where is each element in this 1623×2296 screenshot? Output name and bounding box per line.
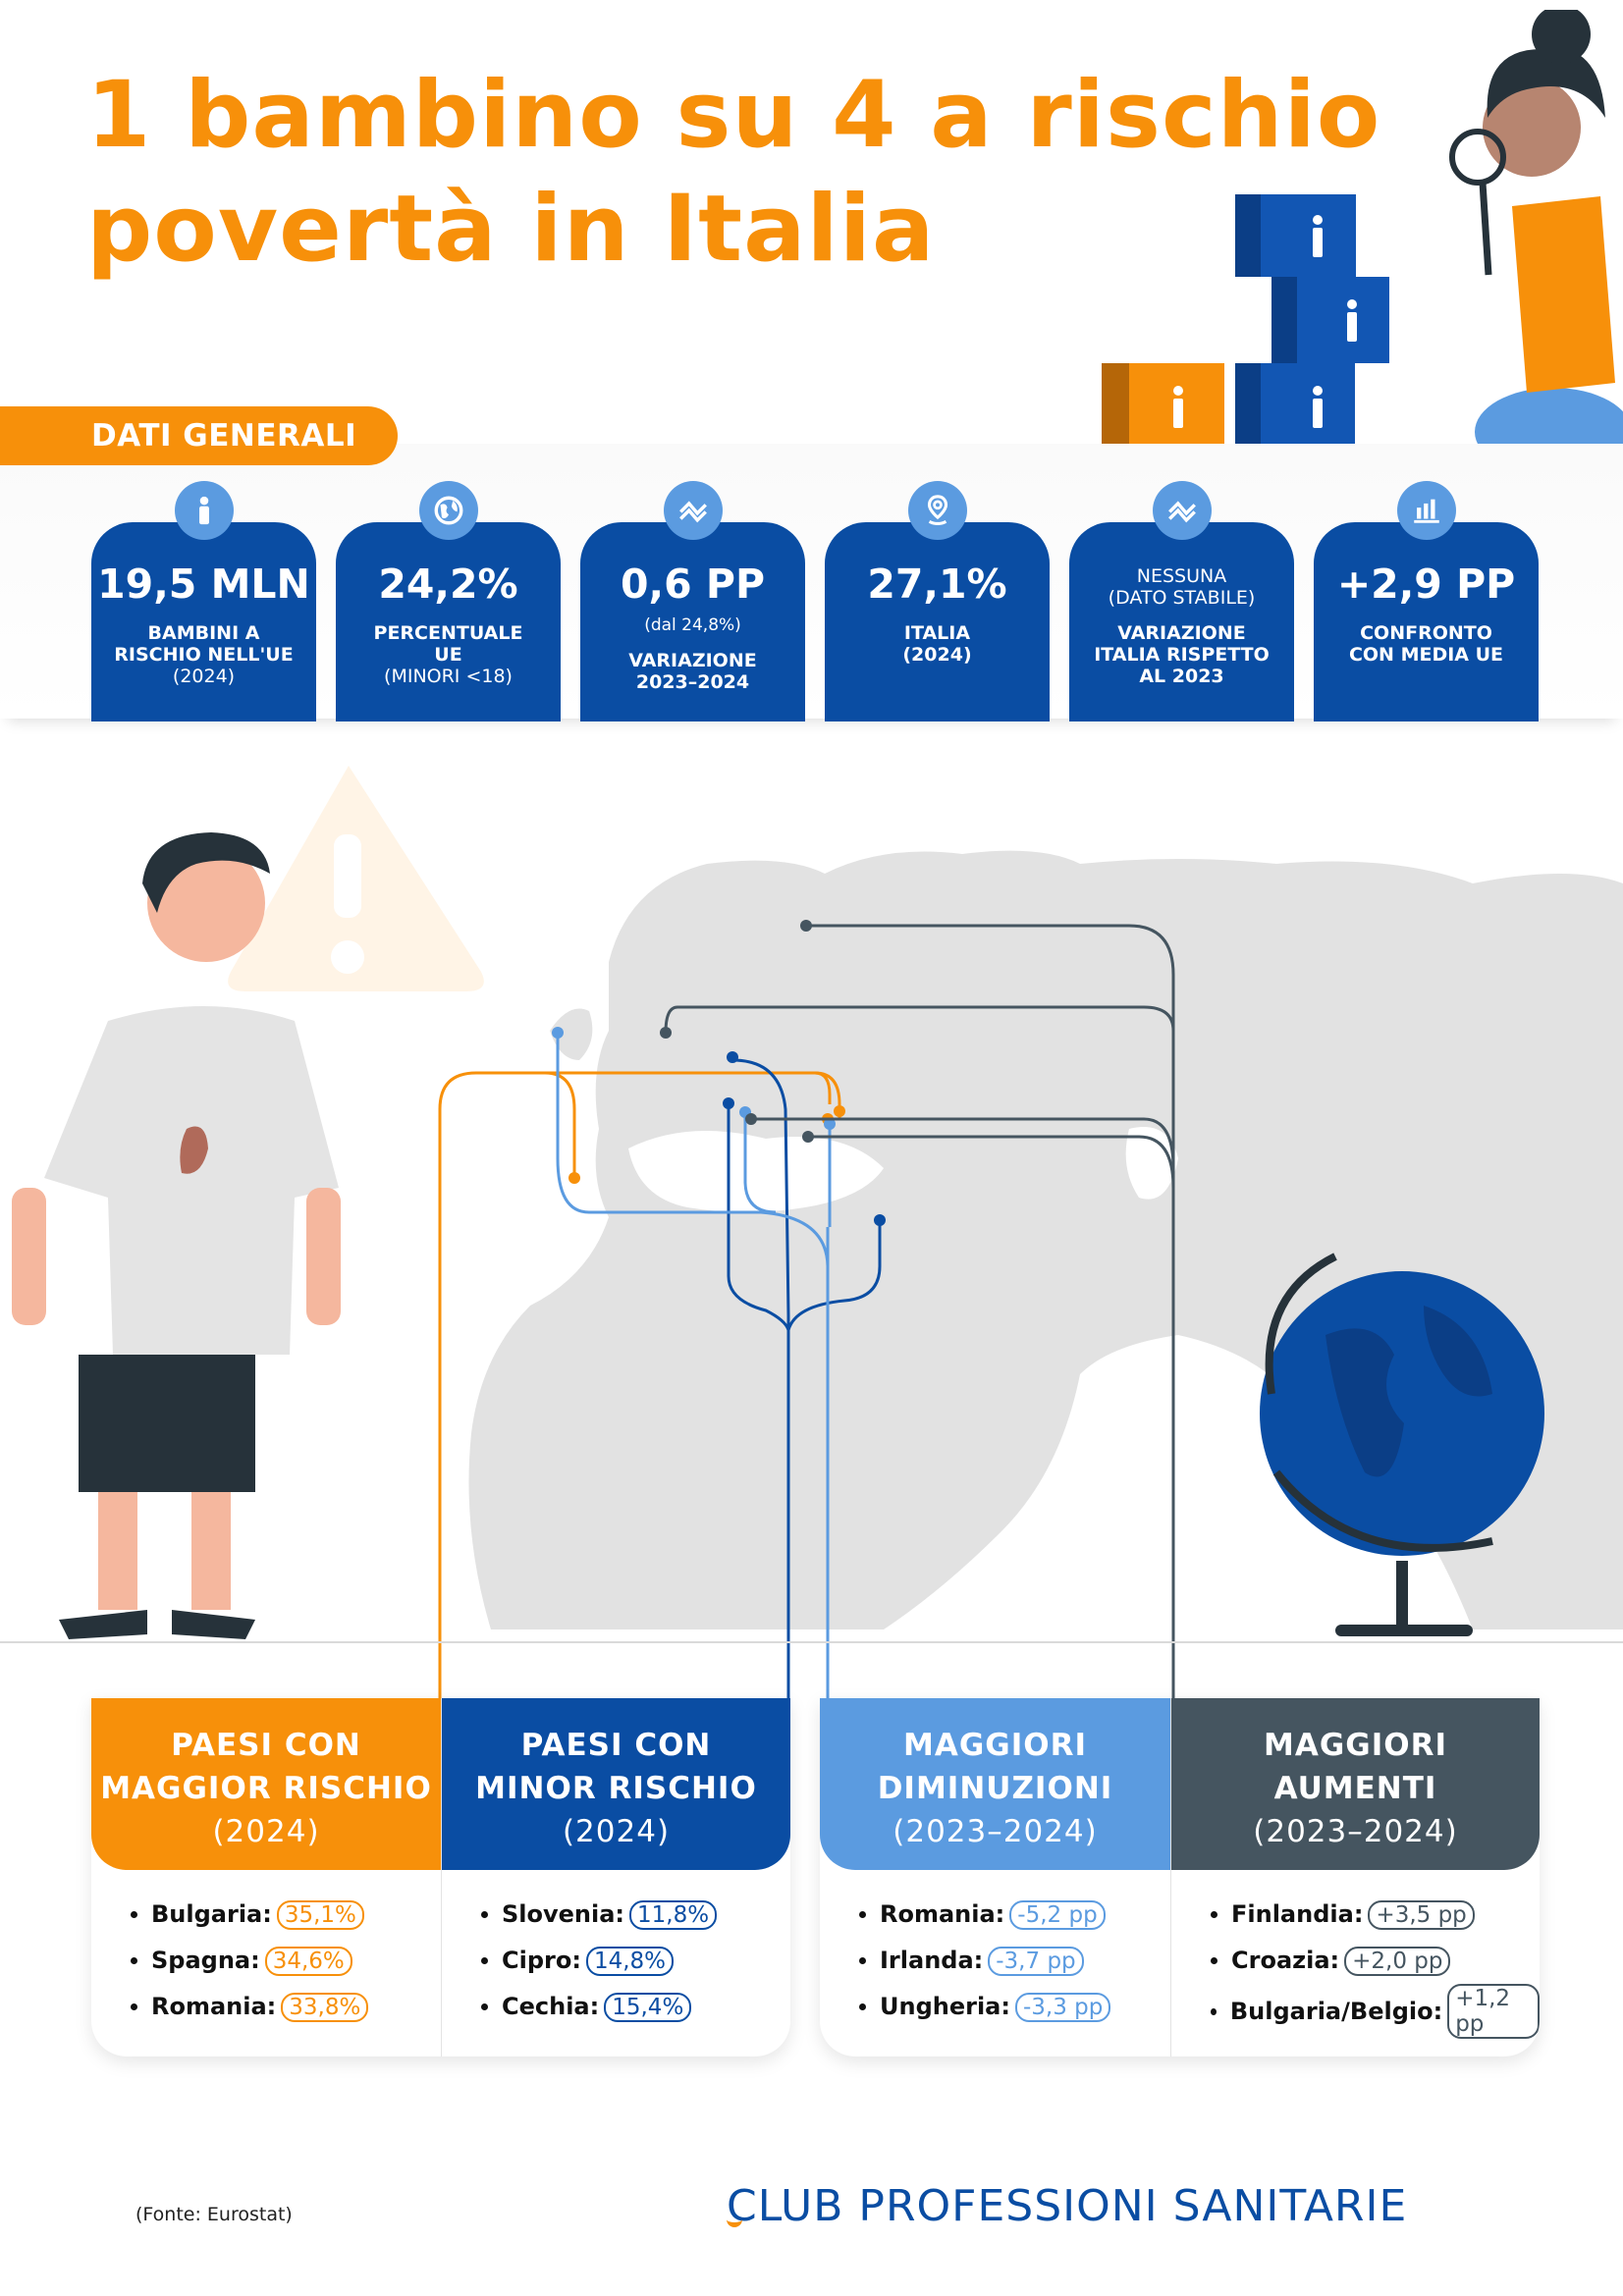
title-line-2: povertà in Italia [86,176,936,283]
section-badge-dati-generali: DATI GENERALI [0,406,398,465]
value-pill: +1,2 pp [1447,1984,1540,2039]
panel-largest-decreases: MAGGIORI DIMINUZIONI (2023–2024) Romania… [820,1698,1170,2056]
stat-label: VARIAZIONE 2023–2024 [628,650,757,693]
list-item: Cechia:15,4% [481,1984,790,2030]
stat-value: NESSUNA (DATO STABILE) [1108,565,1256,609]
stat-card-eu-children: 19,5 MLN BAMBINI A RISCHIO NELL'UE (2024… [91,481,316,721]
ground-line [0,1641,1623,1643]
list-item: Slovenia:11,8% [481,1892,790,1938]
list-item: Romania:-5,2 pp [859,1892,1170,1938]
world-map [468,850,1623,1629]
stat-value: +2,9 PP [1336,561,1516,608]
trend-icon [663,481,723,540]
list-item: Spagna:34,6% [131,1938,441,1984]
source-note: (Fonte: Eurostat) [135,2204,293,2225]
list-item: Bulgaria:35,1% [131,1892,441,1938]
value-pill: +2,0 pp [1344,1946,1451,1976]
risk-panels-group: PAESI CON MAGGIOR RISCHIO (2024) Bulgari… [91,1698,790,2056]
stat-label: VARIAZIONE ITALIA RISPETTO AL 2023 [1094,622,1270,687]
person-icon [174,481,234,540]
trend-icon [1152,481,1212,540]
stats-row: 19,5 MLN BAMBINI A RISCHIO NELL'UE (2024… [91,481,1540,721]
list-item: Irlanda:-3,7 pp [859,1938,1170,1984]
panel-header: MAGGIORI AUMENTI (2023–2024) [1171,1698,1540,1870]
bar-chart-icon [1396,481,1456,540]
stat-label: CONFRONTO CON MEDIA UE [1348,622,1504,666]
stat-label: ITALIA (2024) [902,622,972,666]
stat-label: BAMBINI A RISCHIO NELL'UE (2024) [114,622,294,687]
value-pill: +3,5 pp [1368,1899,1475,1930]
location-pin-icon [907,481,967,540]
list-item: Romania:33,8% [131,1984,441,2030]
panel-header: PAESI CON MINOR RISCHIO (2024) [442,1698,790,1870]
value-pill: 14,8% [585,1946,675,1976]
stat-value: 24,2% [378,561,518,608]
stat-card-eu-variation: 0,6 PP (dal 24,8%) VARIAZIONE 2023–2024 [580,481,805,721]
stat-card-eu-percentage: 24,2% PERCENTUALE UE (MINORI <18) [336,481,561,721]
world-map-with-connectors [12,766,1623,1698]
panel-header: PAESI CON MAGGIOR RISCHIO (2024) [91,1698,441,1870]
value-pill: -5,2 pp [1009,1899,1106,1930]
girl-with-magnifier-illustration [1102,10,1623,471]
change-panels-group: MAGGIORI DIMINUZIONI (2023–2024) Romania… [820,1698,1540,2056]
value-pill: -3,7 pp [988,1946,1084,1976]
globe-icon [418,481,478,540]
globe-illustration [1260,1253,1544,1636]
list-item: Ungheria:-3,3 pp [859,1984,1170,2030]
panel-highest-risk: PAESI CON MAGGIOR RISCHIO (2024) Bulgari… [91,1698,441,2056]
list-item: Bulgaria/Belgio:+1,2 pp [1211,1984,1540,2039]
stat-value: 0,6 PP [620,561,765,608]
stat-label: PERCENTUALE UE (MINORI <18) [373,622,523,687]
brand-logo: CLUB PROFESSIONI SANITARIE [727,2181,1408,2231]
value-pill: 34,6% [264,1946,352,1976]
panel-list: Slovenia:11,8% Cipro:14,8% Cechia:15,4% [442,1870,790,2030]
value-pill: 35,1% [276,1899,364,1930]
stat-sub: (dal 24,8%) [644,615,741,635]
panel-list: Bulgaria:35,1% Spagna:34,6% Romania:33,8… [91,1870,441,2030]
value-pill: 11,8% [629,1899,718,1930]
stat-card-eu-comparison: +2,9 PP CONFRONTO CON MEDIA UE [1314,481,1539,721]
value-pill: -3,3 pp [1014,1992,1111,2022]
value-pill: 15,4% [604,1992,692,2022]
list-item: Finlandia:+3,5 pp [1211,1892,1540,1938]
country-panels: PAESI CON MAGGIOR RISCHIO (2024) Bulgari… [91,1698,1540,2056]
list-item: Cipro:14,8% [481,1938,790,1984]
panel-list: Finlandia:+3,5 pp Croazia:+2,0 pp Bulgar… [1171,1870,1540,2039]
value-pill: 33,8% [281,1992,369,2022]
sad-boy-illustration [12,832,341,1639]
stat-value: 27,1% [867,561,1007,608]
stat-card-italy-variation: NESSUNA (DATO STABILE) VARIAZIONE ITALIA… [1069,481,1294,721]
page-title: 1 bambino su 4 a rischio povertà in Ital… [86,59,1380,287]
panel-list: Romania:-5,2 pp Irlanda:-3,7 pp Ungheria… [820,1870,1170,2030]
stat-card-italy: 27,1% ITALIA (2024) [825,481,1050,721]
title-line-1: 1 bambino su 4 a rischio [86,62,1381,169]
panel-largest-increases: MAGGIORI AUMENTI (2023–2024) Finlandia:+… [1170,1698,1540,2056]
panel-header: MAGGIORI DIMINUZIONI (2023–2024) [820,1698,1170,1870]
stat-value: 19,5 MLN [97,561,310,608]
list-item: Croazia:+2,0 pp [1211,1938,1540,1984]
panel-lowest-risk: PAESI CON MINOR RISCHIO (2024) Slovenia:… [441,1698,790,2056]
